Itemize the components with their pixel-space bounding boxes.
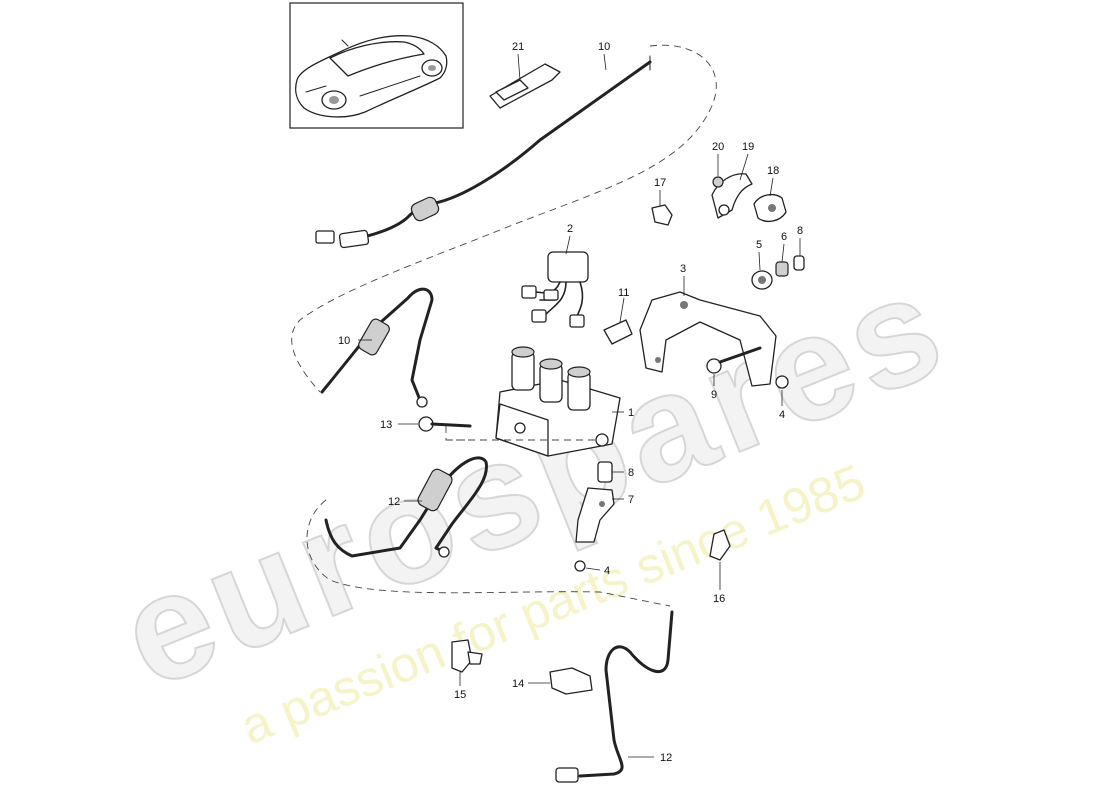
callout-9: 9: [711, 389, 717, 401]
callout-19: 19: [742, 141, 754, 153]
callout-18: 18: [767, 165, 779, 177]
car-icon: [295, 35, 448, 118]
spacer-6: [775, 261, 789, 277]
connector-11: [603, 319, 633, 345]
callout-21: 21: [512, 41, 524, 53]
callout-10-top: 10: [598, 41, 610, 53]
callout-1: 1: [628, 407, 634, 419]
spacer-8-lower: [597, 461, 613, 483]
spacer-8-top: [793, 255, 805, 271]
callout-16: 16: [713, 593, 725, 605]
bushing-5: [751, 270, 773, 290]
callout-20: 20: [712, 141, 724, 153]
callout-10-left: 10: [338, 335, 350, 347]
pipe-12-left: [324, 456, 488, 558]
valve-block-1: [495, 346, 621, 457]
clip-15: [451, 639, 483, 673]
callout-12-bottom: 12: [660, 752, 672, 764]
clip-21: [489, 63, 561, 109]
wiring-harness-2: [521, 251, 589, 328]
bracket-7: [575, 487, 615, 543]
callout-6: 6: [781, 231, 787, 243]
bolt-9: [706, 346, 762, 374]
route-box-mid: [445, 426, 600, 441]
bolt-4-lower: [574, 560, 586, 572]
callout-12-left: 12: [388, 496, 400, 508]
callout-2: 2: [567, 223, 573, 235]
clamp-14: [549, 667, 593, 695]
callout-8-lower: 8: [628, 467, 634, 479]
pipe-12-bottom: [555, 610, 674, 783]
bolt-13: [418, 416, 472, 432]
callout-8-top: 8: [797, 225, 803, 237]
callout-7: 7: [628, 494, 634, 506]
callout-5: 5: [756, 239, 762, 251]
callout-3: 3: [680, 263, 686, 275]
callout-4-lower: 4: [604, 565, 610, 577]
leader-lines: [358, 53, 801, 758]
callout-11: 11: [618, 287, 629, 299]
callout-4-right: 4: [779, 409, 785, 421]
bushing-18: [753, 193, 787, 223]
bracket-3: [639, 291, 777, 387]
pipe-10-upper: [315, 55, 652, 249]
pipe-10-left: [320, 287, 434, 408]
clip-17: [651, 204, 673, 226]
callout-14: 14: [512, 678, 524, 690]
route-line-mid: [306, 499, 671, 607]
nut-20: [712, 176, 724, 188]
car-thumbnail: [289, 2, 464, 129]
callouts: 21 10 20 19 18 17 2 3 5 6 8 11 10 9 4 1 …: [338, 41, 803, 764]
callout-17: 17: [654, 177, 666, 189]
callout-15: 15: [454, 689, 466, 701]
clip-16: [709, 529, 731, 561]
bolt-4-right: [775, 375, 789, 389]
route-line-upper: [291, 44, 717, 393]
callout-13: 13: [380, 419, 392, 431]
